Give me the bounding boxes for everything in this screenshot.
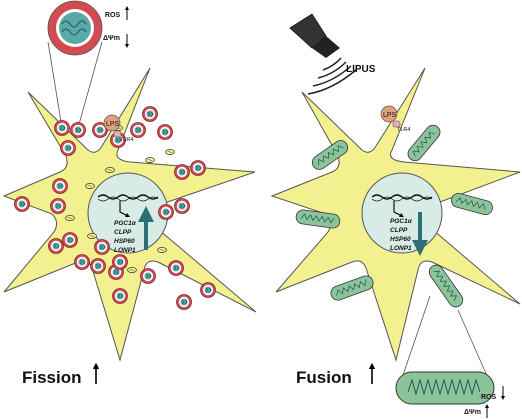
lps-label: LPS — [106, 121, 120, 128]
fission-label: Fission — [22, 368, 82, 387]
dna-strand — [371, 196, 433, 202]
zoom-line — [457, 309, 489, 379]
ros-label: ROS — [105, 12, 121, 19]
tlr4-label: TLR4 — [120, 137, 133, 143]
transcription-arrow — [119, 201, 130, 217]
lps-tlr4-receptor: LPS TLR4 — [103, 114, 133, 143]
fusion-label: Fusion — [296, 368, 352, 387]
elongated-mitochondria — [295, 124, 493, 308]
zoom-line — [77, 41, 103, 129]
dna-strand — [97, 194, 159, 200]
gene-label: PGC1α — [114, 220, 137, 227]
zoomed-fragmented-mitochondrion — [47, 0, 103, 56]
membrane-potential-label: ΔΨm — [103, 35, 120, 42]
dna-strand — [97, 196, 159, 202]
right-panel: LIPUS PGC1α CLPP HSP60 LONP1 LPS TLR4 — [270, 13, 521, 418]
ultrasound-transducer-icon — [289, 13, 357, 95]
zoomed-fused-mitochondrion — [395, 371, 495, 405]
gene-label: CLPP — [114, 229, 132, 236]
dna-strand — [371, 194, 433, 200]
membrane-potential-label: ΔΨm — [464, 409, 481, 416]
gene-label: HSP60 — [114, 238, 135, 245]
transcription-arrow — [393, 201, 404, 217]
gene-label: PGC1α — [390, 218, 413, 225]
ros-label: ROS — [481, 394, 497, 401]
gene-label: CLPP — [390, 227, 408, 234]
gene-label: HSP60 — [390, 236, 411, 243]
zoom-line — [401, 295, 431, 379]
lps-label: LPS — [383, 112, 397, 119]
tlr4-label: TLR4 — [397, 127, 410, 133]
gene-label: LONP1 — [114, 247, 136, 254]
left-panel: PGC1α CLPP HSP60 LONP1 — [2, 0, 257, 387]
lps-tlr4-receptor: LPS TLR4 — [380, 105, 410, 133]
lipus-label: LIPUS — [346, 64, 376, 75]
zoom-line — [47, 41, 63, 129]
gene-label: LONP1 — [390, 245, 412, 252]
